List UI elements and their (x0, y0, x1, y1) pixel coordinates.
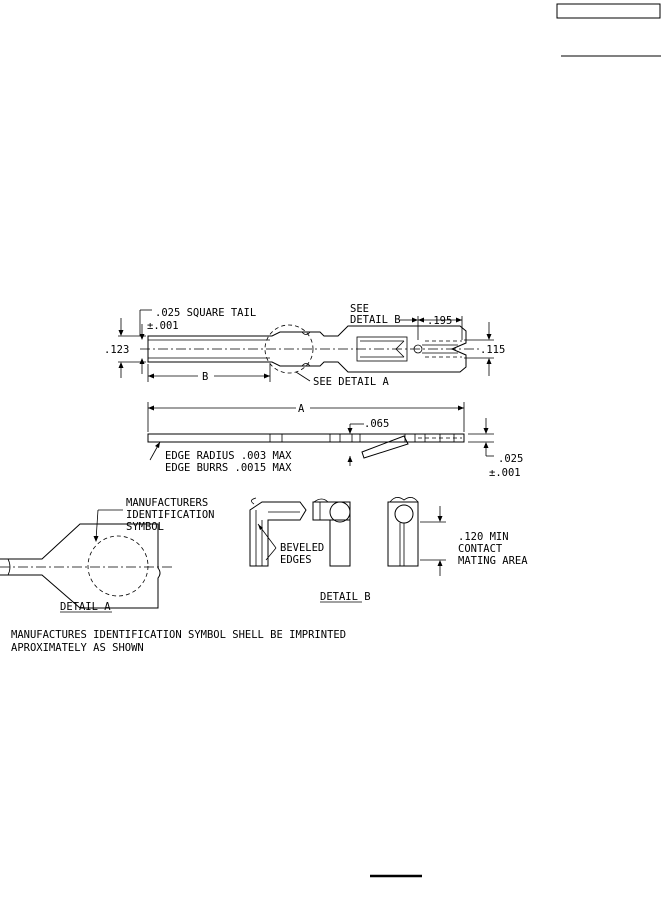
edge-radius-label: EDGE RADIUS .003 MAX (165, 450, 292, 462)
id-symbol-label-2: IDENTIFICATION (126, 509, 215, 521)
beveled-label-1: BEVELED (280, 542, 324, 554)
contact-label-2: MATING AREA (458, 555, 528, 567)
tol-001-label: ±.001 (489, 467, 521, 479)
contact-label-1: CONTACT (458, 543, 503, 555)
dim-a-label: A (298, 403, 305, 415)
detail-a-outline (0, 523, 161, 609)
dim-065-label: .065 (364, 418, 389, 430)
header-box (556, 3, 661, 19)
dim-025-label: .025 (498, 453, 523, 465)
see-detail-b-label-1: SEE (350, 303, 369, 315)
beveled-label-2: EDGES (280, 554, 312, 566)
tail-tol-label: ±.001 (147, 320, 179, 332)
dim-120-label: .120 MIN (458, 531, 509, 543)
contact-outline (147, 325, 467, 373)
edge-burrs-label: EDGE BURRS .0015 MAX (165, 462, 292, 474)
note-line-2: APROXIMATELY AS SHOWN (11, 642, 144, 654)
see-detail-a-label: SEE DETAIL A (313, 376, 390, 388)
dim-195-label: .195 (427, 315, 452, 327)
detail-a-view (0, 509, 175, 613)
dim-b-label: B (202, 371, 208, 383)
top-view-dimensions (118, 309, 494, 382)
id-symbol-circle (87, 535, 149, 597)
see-detail-b-label-2: DETAIL B (350, 314, 401, 326)
tail-dim-label: .025 SQUARE TAIL (155, 307, 256, 319)
side-outline (147, 433, 465, 443)
top-view (140, 324, 482, 374)
id-symbol-label-1: MANUFACTURERS (126, 497, 208, 509)
detail-a-circle (264, 324, 314, 374)
note-line-1: MANUFACTURES IDENTIFICATION SYMBOL SHELL… (11, 629, 346, 641)
detail-a-title: DETAIL A (60, 601, 111, 613)
spring-finger (361, 435, 409, 459)
dim-115-label: .115 (480, 344, 505, 356)
height-123-label: .123 (104, 344, 129, 356)
detail-b-title: DETAIL B (320, 591, 371, 603)
id-symbol-label-3: SYMBOL (126, 521, 164, 533)
side-view (147, 433, 465, 459)
detail-b-view (249, 497, 446, 603)
side-view-dimensions (147, 402, 494, 466)
